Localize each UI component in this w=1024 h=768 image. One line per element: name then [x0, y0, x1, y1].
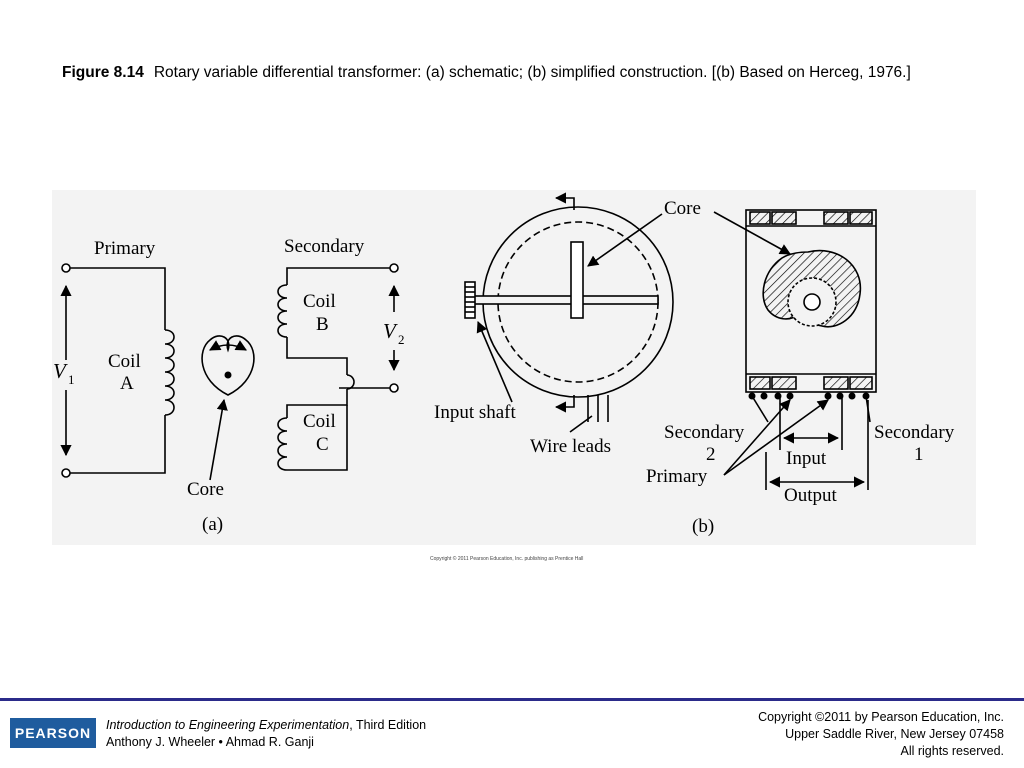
rotor-plate — [570, 241, 584, 319]
core-label-b: Core — [664, 198, 701, 219]
secondary-2-label-line1: Secondary — [664, 422, 745, 443]
copyright-line-3: All rights reserved. — [900, 744, 1004, 758]
coil-b — [277, 284, 288, 338]
copyright-block: Copyright ©2011 by Pearson Education, In… — [758, 709, 1004, 760]
v2-label: V — [383, 319, 398, 343]
input-shaft-label: Input shaft — [434, 402, 517, 423]
core-label-a: Core — [187, 479, 224, 500]
secondary-1-label-line2: 1 — [914, 444, 924, 465]
coil-c-label-line2: C — [316, 434, 329, 455]
coil-a-label-line1: Coil — [108, 351, 141, 372]
pearson-logo: PEARSON — [10, 718, 96, 748]
copyright-line-1: Copyright ©2011 by Pearson Education, In… — [758, 710, 1004, 724]
primary-label: Primary — [94, 238, 156, 259]
panel-a-label: (a) — [202, 514, 223, 535]
coil-b-label-line1: Coil — [303, 291, 336, 312]
book-title: Introduction to Engineering Experimentat… — [106, 718, 350, 732]
housing-body — [745, 209, 877, 393]
copyright-line-2: Upper Saddle River, New Jersey 07458 — [785, 727, 1004, 741]
book-edition: , Third Edition — [349, 718, 427, 732]
figure-panel: Primary Secondary Coil A Coil B Coil C V… — [52, 190, 976, 545]
input-label: Input — [786, 448, 827, 469]
secondary-label: Secondary — [284, 236, 365, 257]
coil-b-label-line2: B — [316, 314, 329, 335]
coil-c — [277, 417, 288, 471]
figure-copyright: Copyright © 2011 Pearson Education, Inc.… — [430, 556, 584, 562]
v1-label: V — [53, 359, 68, 383]
secondary-2-label-line2: 2 — [706, 444, 716, 465]
coil-a — [164, 329, 175, 416]
figure-caption: Figure 8.14 Rotary variable differential … — [62, 62, 962, 83]
primary-label-b: Primary — [646, 466, 708, 487]
v1-subscript: 1 — [68, 372, 75, 387]
panel-b-label: (b) — [692, 516, 714, 537]
front-view-b — [464, 192, 674, 433]
output-label: Output — [784, 485, 838, 506]
terminal-top-left — [61, 263, 71, 273]
wire-leads-label: Wire leads — [530, 436, 611, 457]
secondary-1-label-line1: Secondary — [874, 422, 955, 443]
footer-rule — [0, 698, 1024, 701]
v2-subscript: 2 — [398, 332, 405, 347]
shaft — [471, 295, 659, 305]
section-view-b — [713, 209, 877, 490]
rvdt-diagram: Primary Secondary Coil A Coil B Coil C V… — [53, 192, 955, 537]
terminal-bottom-left — [61, 468, 71, 478]
coil-a-label-line2: A — [120, 373, 134, 394]
book-info: Introduction to Engineering Experimentat… — [106, 717, 426, 751]
book-authors: Anthony J. Wheeler • Ahmad R. Ganji — [106, 735, 314, 749]
shaft-knob — [464, 281, 476, 319]
figure-caption-text: Rotary variable differential transformer… — [153, 64, 911, 81]
schematic-a — [60, 263, 400, 481]
schematic-a-labels: Primary Secondary Coil A Coil B Coil C V… — [53, 236, 405, 535]
section-b-labels: Core Input shaft Wire leads Secondary 2 … — [434, 198, 955, 537]
figure-number: Figure 8.14 — [62, 64, 144, 81]
coil-c-label-line1: Coil — [303, 411, 336, 432]
